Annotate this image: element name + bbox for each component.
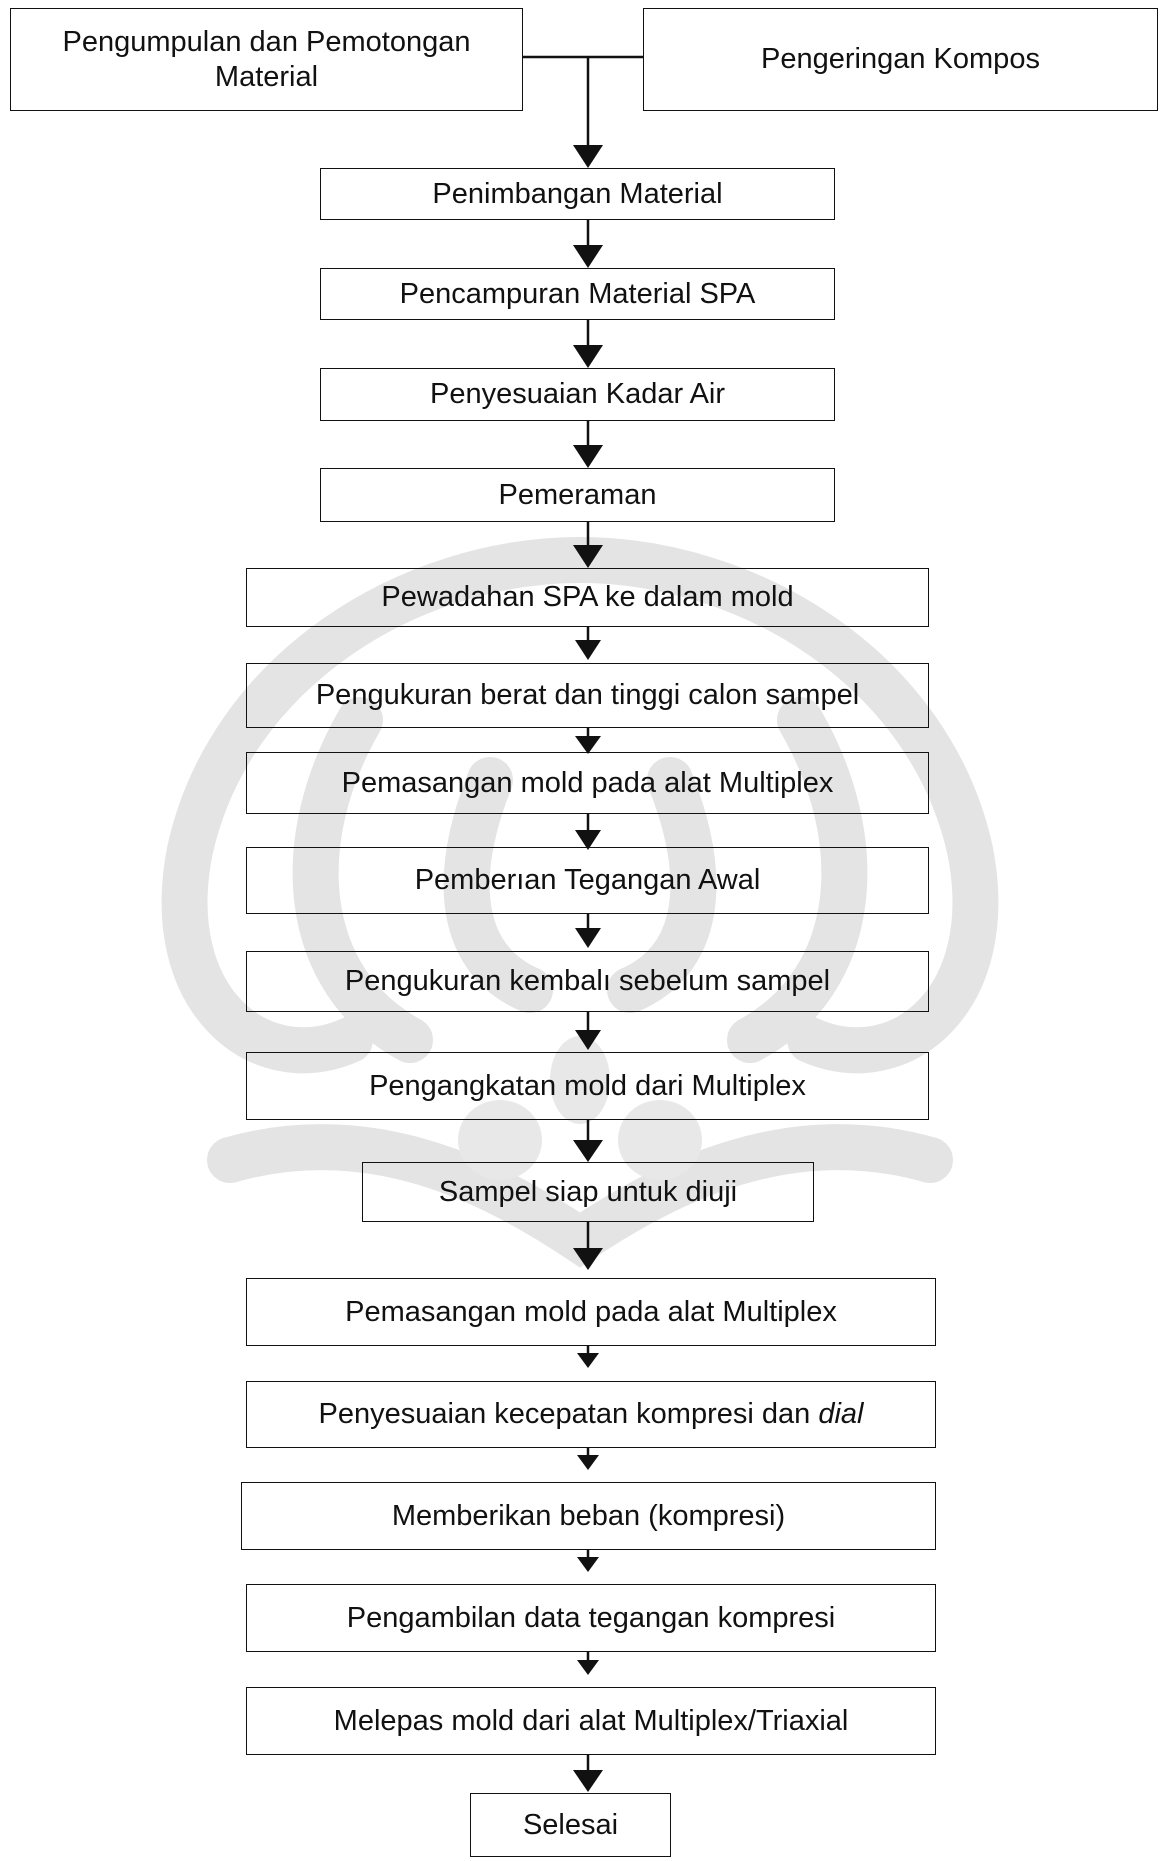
step-12: Pemasangan mold pada alat Multiplex (246, 1278, 936, 1346)
step-collect-material: Pengumpulan dan Pemotongan Material (10, 8, 523, 111)
step-14-label: Memberikan beban (kompresi) (391, 1499, 786, 1532)
step-5: Pewadahan SPA ke dalam mold (246, 568, 929, 627)
step-end: Selesai (470, 1793, 671, 1857)
step-13: Penyesuaian kecepatan kompresi dan dial (246, 1381, 936, 1448)
arrowhead-1 (573, 145, 603, 168)
step-8-label: Pemberıan Tegangan Awal (414, 864, 761, 897)
step-2: Pencampuran Material SPA (320, 268, 835, 320)
step-15-label: Pengambilan data tegangan kompresi (346, 1601, 836, 1634)
step-3-label: Penyesuaian Kadar Air (429, 378, 726, 411)
step-7-label: Pemasangan mold pada alat Multiplex (341, 766, 834, 799)
step-dry-label: Pengeringan Kompos (761, 43, 1040, 76)
step-12-label: Pemasangan mold pada alat Multiplex (345, 1295, 837, 1328)
step-2-label: Pencampuran Material SPA (399, 277, 756, 310)
step-8: Pemberıan Tegangan Awal (246, 847, 929, 914)
step-1: Penimbangan Material (320, 168, 835, 220)
arrowhead-17 (573, 1770, 603, 1792)
step-9-label: Pengukuran kembalı sebelum sampel (344, 965, 831, 998)
arrowhead-2 (573, 245, 603, 268)
arrowhead-3 (573, 345, 603, 368)
step-4: Pemeraman (320, 468, 835, 522)
step-15: Pengambilan data tegangan kompresi (246, 1584, 936, 1652)
step-11-label: Sampel siap untuk diuji (438, 1175, 738, 1208)
step-6-label: Pengukuran berat dan tinggi calon sampel (315, 679, 860, 712)
step-16-label: Melepas mold dari alat Multiplex/Triaxia… (333, 1704, 849, 1737)
step-11: Sampel siap untuk diuji (362, 1162, 814, 1222)
step-1-label: Penimbangan Material (432, 177, 723, 210)
arrowhead-11 (573, 1140, 603, 1162)
step-13-label: Penyesuaian kecepatan kompresi dan dial (319, 1397, 864, 1432)
arrowhead-5 (573, 545, 603, 568)
arrowhead-14 (577, 1455, 599, 1470)
arrowhead-12 (573, 1248, 603, 1270)
arrowhead-9 (575, 928, 601, 948)
step-dry-compost: Pengeringan Kompos (643, 8, 1158, 111)
step-16: Melepas mold dari alat Multiplex/Triaxia… (246, 1687, 936, 1755)
step-3: Penyesuaian Kadar Air (320, 368, 835, 421)
arrowhead-7 (575, 736, 601, 754)
arrowhead-13 (577, 1353, 599, 1368)
arrowhead-8 (575, 830, 601, 850)
watermark-emblem (161, 537, 999, 1268)
step-collect-label: Pengumpulan dan Pemotongan Material (62, 25, 471, 93)
step-10: Pengangkatan mold dari Multiplex (246, 1052, 929, 1120)
arrowhead-6 (575, 640, 601, 660)
step-5-label: Pewadahan SPA ke dalam mold (381, 581, 794, 614)
arrowhead-10 (575, 1030, 601, 1050)
step-13-text: Penyesuaian kecepatan kompresi dan (318, 1398, 819, 1431)
step-7: Pemasangan mold pada alat Multiplex (246, 752, 929, 814)
step-end-label: Selesai (522, 1808, 619, 1841)
arrowhead-15 (577, 1557, 599, 1572)
step-14: Memberikan beban (kompresi) (241, 1482, 936, 1550)
arrowhead-16 (577, 1660, 599, 1675)
arrowhead-4 (573, 445, 603, 468)
step-4-label: Pemeraman (498, 478, 657, 511)
step-13-italic: dial (818, 1398, 864, 1431)
step-10-label: Pengangkatan mold dari Multiplex (369, 1069, 806, 1102)
step-9: Pengukuran kembalı sebelum sampel (246, 951, 929, 1012)
step-6: Pengukuran berat dan tinggi calon sampel (246, 663, 929, 728)
